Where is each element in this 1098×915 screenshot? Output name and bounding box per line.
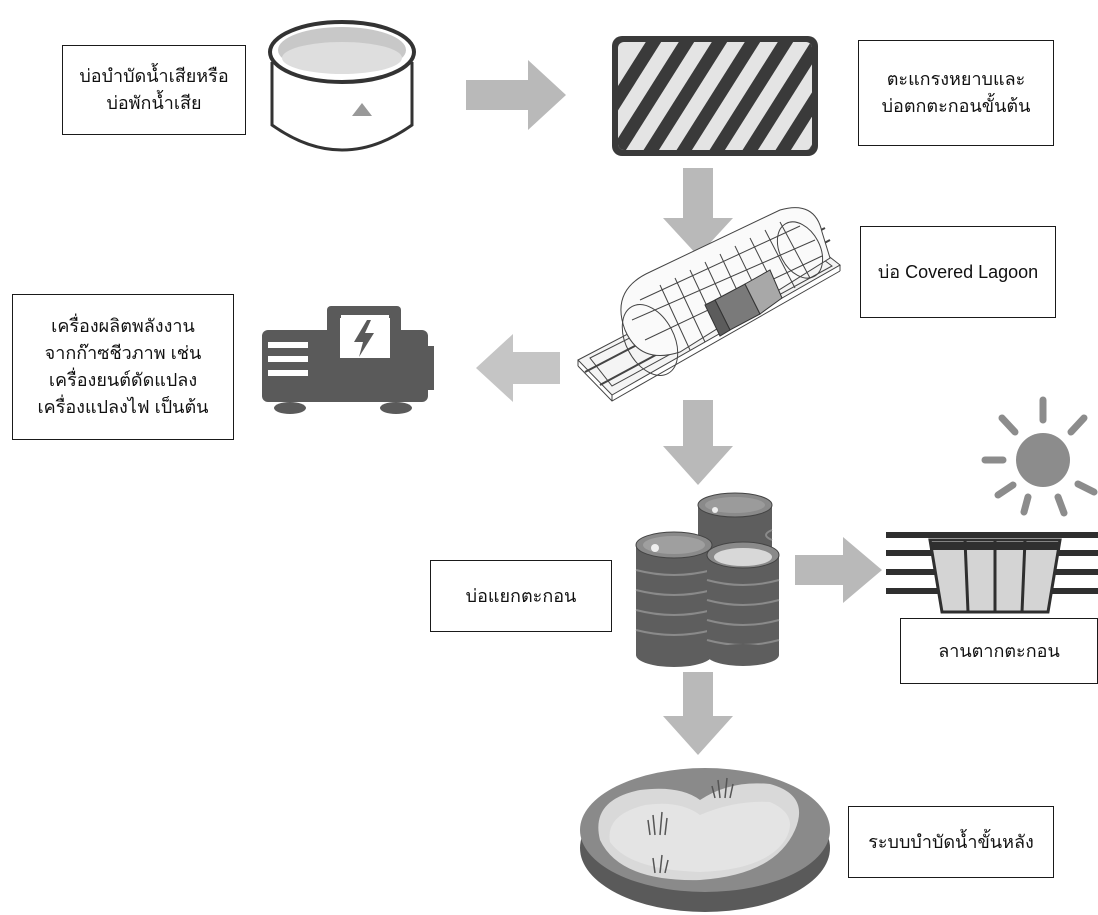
pond-icon bbox=[580, 768, 830, 912]
barrels-icon bbox=[635, 492, 780, 667]
drying-bed-icon bbox=[886, 532, 1098, 614]
arrow-left-1 bbox=[476, 334, 560, 402]
covered-lagoon-icon bbox=[577, 207, 841, 402]
arrow-right-1 bbox=[466, 60, 566, 130]
label-screen-grit: ตะแกรงหยาบและ บ่อตกตะกอนขั้นต้น bbox=[858, 40, 1054, 146]
label-post-treatment: ระบบบำบัดน้ำขั้นหลัง bbox=[848, 806, 1054, 878]
arrow-down-1 bbox=[663, 168, 733, 256]
label-sludge-drying: ลานตากตะกอน bbox=[900, 618, 1098, 684]
arrow-down-2 bbox=[663, 400, 733, 485]
sun-icon bbox=[981, 396, 1098, 517]
label-sediment-separation: บ่อแยกตะกอน bbox=[430, 560, 612, 632]
arrow-right-2 bbox=[795, 537, 882, 603]
arrow-down-3 bbox=[663, 672, 733, 755]
label-covered-lagoon: บ่อ Covered Lagoon bbox=[860, 226, 1056, 318]
screen-grate-icon bbox=[612, 36, 818, 156]
tank-icon bbox=[268, 20, 416, 152]
label-wastewater-pond: บ่อบำบัดน้ำเสียหรือ บ่อพักน้ำเสีย bbox=[62, 45, 246, 135]
generator-icon bbox=[262, 306, 434, 414]
label-generator: เครื่องผลิตพลังงาน จากก๊าซชีวภาพ เช่น เค… bbox=[12, 294, 234, 440]
